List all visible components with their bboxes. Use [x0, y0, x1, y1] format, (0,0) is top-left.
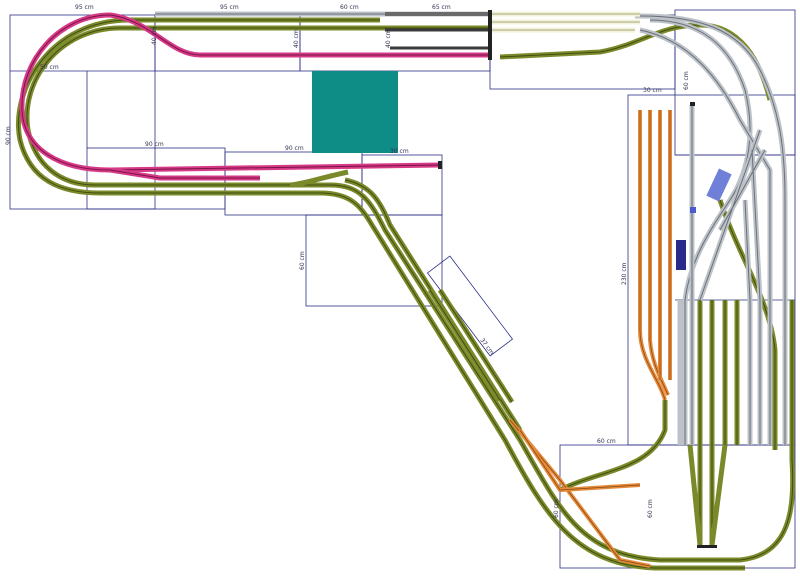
dim-label: 90 cm — [285, 145, 304, 152]
cream-tracks — [490, 11, 640, 33]
olive-mainline — [16, 17, 796, 571]
gray-tracks — [155, 11, 788, 445]
buffer-stop-icon — [697, 545, 717, 548]
buffer-stop-icon — [690, 102, 695, 106]
buffer-stop-icon — [438, 161, 442, 169]
dim-label: 230 cm — [621, 262, 628, 285]
board-mid-4 — [305, 214, 443, 307]
dim-label: 60 cm — [647, 499, 654, 518]
buffer-stop-icon — [488, 10, 492, 60]
signal-box-icon — [690, 207, 696, 213]
dim-label: 60 cm — [683, 71, 690, 90]
dim-label: 40 cm — [151, 26, 158, 45]
dim-label: 95 cm — [75, 4, 94, 11]
baseboards — [9, 9, 796, 569]
dim-label: 60 cm — [597, 438, 616, 445]
teal-structure — [312, 71, 398, 153]
dim-label: 50 cm — [40, 64, 59, 71]
dim-label: 40 cm — [385, 29, 392, 48]
dim-label: 95 cm — [220, 4, 239, 11]
buffer-stops — [438, 10, 717, 548]
board-left-upper — [9, 14, 156, 210]
board-top-2 — [299, 14, 491, 72]
dim-label: 65 cm — [432, 4, 451, 11]
station-buildings — [676, 168, 732, 270]
station-building-icon — [706, 168, 732, 202]
board-diagonal — [426, 255, 514, 357]
board-bottom — [559, 444, 796, 569]
board-top-1 — [154, 14, 301, 72]
dark-sidings — [385, 12, 490, 50]
dim-label: 60 cm — [299, 251, 306, 270]
platform-building-icon — [676, 240, 686, 270]
dim-label: 40 cm — [293, 29, 300, 48]
dim-label: 90 cm — [145, 141, 164, 148]
orange-tracks — [508, 110, 672, 568]
pink-track — [19, 12, 490, 181]
dim-label: 30 cm — [390, 148, 409, 155]
dim-label: 60 cm — [340, 4, 359, 11]
dim-label: 90 cm — [5, 126, 12, 145]
dim-label: 30 cm — [643, 87, 662, 94]
dim-label: 60 cm — [553, 499, 560, 518]
